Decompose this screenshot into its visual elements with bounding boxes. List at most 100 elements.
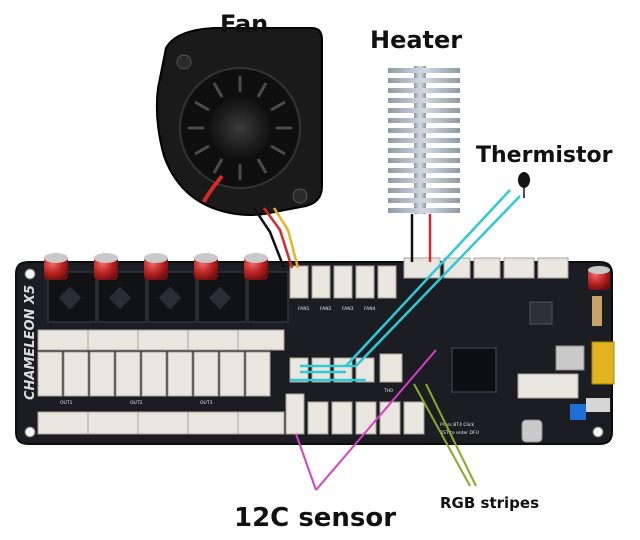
fan-wire-red <box>262 207 294 269</box>
connector <box>311 357 331 383</box>
mcu-chip <box>451 347 497 393</box>
top-right-ports <box>403 257 569 279</box>
fan-label: Fan <box>220 10 268 38</box>
rgb-connector <box>403 401 425 435</box>
thermistor-component <box>518 172 530 198</box>
dip-switch <box>570 404 586 420</box>
out-label: OUT3 <box>200 400 213 406</box>
connector <box>331 401 353 435</box>
connector <box>237 329 285 351</box>
capacitor-top <box>194 253 218 263</box>
board-brand: CHAMELEON X5 <box>23 285 38 400</box>
connector <box>245 351 271 397</box>
fan-screw-hole <box>176 54 192 70</box>
fan-port <box>333 265 353 299</box>
connector <box>87 411 139 435</box>
i2c-connection <box>295 349 437 491</box>
port-label: TH0 <box>383 388 393 394</box>
driver-modules <box>47 271 289 323</box>
fan-wire-yellow <box>272 207 300 269</box>
mount-hole <box>24 426 36 438</box>
connector <box>137 329 189 351</box>
connector <box>37 351 63 397</box>
mount-hole <box>592 426 604 438</box>
port-label: FAN3 <box>342 306 354 312</box>
connector <box>187 411 239 435</box>
i2c-connector <box>285 393 305 435</box>
port <box>443 257 471 279</box>
sensor-connector <box>379 353 403 383</box>
board-components: Press BT4 Click RST to enter DFU <box>440 296 615 443</box>
connector <box>193 351 219 397</box>
connector <box>307 401 329 435</box>
button <box>586 398 610 412</box>
usb-c-port <box>521 419 543 443</box>
fan-component <box>155 27 323 269</box>
connector <box>115 351 141 397</box>
connector <box>517 373 579 399</box>
connector <box>137 411 189 435</box>
thermistor-label: Thermistor <box>476 143 613 168</box>
mount-hole <box>24 268 36 280</box>
fan-port <box>311 265 331 299</box>
connector <box>89 351 115 397</box>
boot-hint: RST to enter DFU <box>440 430 479 436</box>
connector <box>187 329 239 351</box>
fan-ports: FAN1 FAN2 FAN3 FAN4 <box>289 265 397 312</box>
connector <box>63 351 89 397</box>
middle-connectors: TH0 <box>285 353 425 435</box>
connector <box>237 411 285 435</box>
power-connector <box>591 341 615 385</box>
fan-wire-red <box>202 174 224 203</box>
i2c-sensor-label: 12C sensor <box>234 503 396 533</box>
port <box>503 257 535 279</box>
thermistor-connection <box>290 189 521 382</box>
fan-port <box>355 265 375 299</box>
fan-port <box>377 265 397 299</box>
port-label: FAN2 <box>320 306 332 312</box>
rgb-connection <box>413 383 477 487</box>
connector <box>167 351 193 397</box>
connector <box>87 329 139 351</box>
driver-module <box>247 271 289 323</box>
capacitor-top <box>588 266 610 274</box>
heater-port <box>403 257 441 279</box>
port-label: FAN1 <box>298 306 310 312</box>
heater-component <box>388 66 460 262</box>
connector <box>355 401 377 435</box>
heater-fins <box>388 68 460 213</box>
connector <box>141 351 167 397</box>
capacitor-top <box>144 253 168 263</box>
fan-hub <box>206 94 274 162</box>
connector <box>37 329 89 351</box>
connector <box>379 401 401 435</box>
driver-chip <box>108 286 132 310</box>
capacitors <box>44 253 610 290</box>
connector <box>37 411 89 435</box>
capacitor-top <box>44 253 68 263</box>
rgb-stripes-label: RGB stripes <box>440 494 539 512</box>
stepper-connectors: OUT1 OUT2 OUT3 <box>37 329 285 435</box>
fuse <box>592 296 602 326</box>
port-label: FAN4 <box>364 306 376 312</box>
capacitor <box>588 268 610 290</box>
thermistor-bead <box>518 172 530 188</box>
port <box>473 257 501 279</box>
port <box>537 257 569 279</box>
capacitor-top <box>94 253 118 263</box>
boot-hint: Press BT4 Click <box>440 422 475 428</box>
out-label: OUT2 <box>130 400 143 406</box>
out-label: OUT1 <box>60 400 73 406</box>
connector <box>219 351 245 397</box>
fan-screw-hole <box>292 188 308 204</box>
heater-label: Heater <box>370 26 462 54</box>
fan-port <box>289 265 309 299</box>
connector <box>289 357 309 383</box>
inductor <box>529 301 553 325</box>
fan-blades <box>188 76 292 180</box>
fan-wire-black <box>252 207 286 269</box>
controller-board: CHAMELEON X5 <box>15 253 615 445</box>
capacitor-top <box>244 253 268 263</box>
